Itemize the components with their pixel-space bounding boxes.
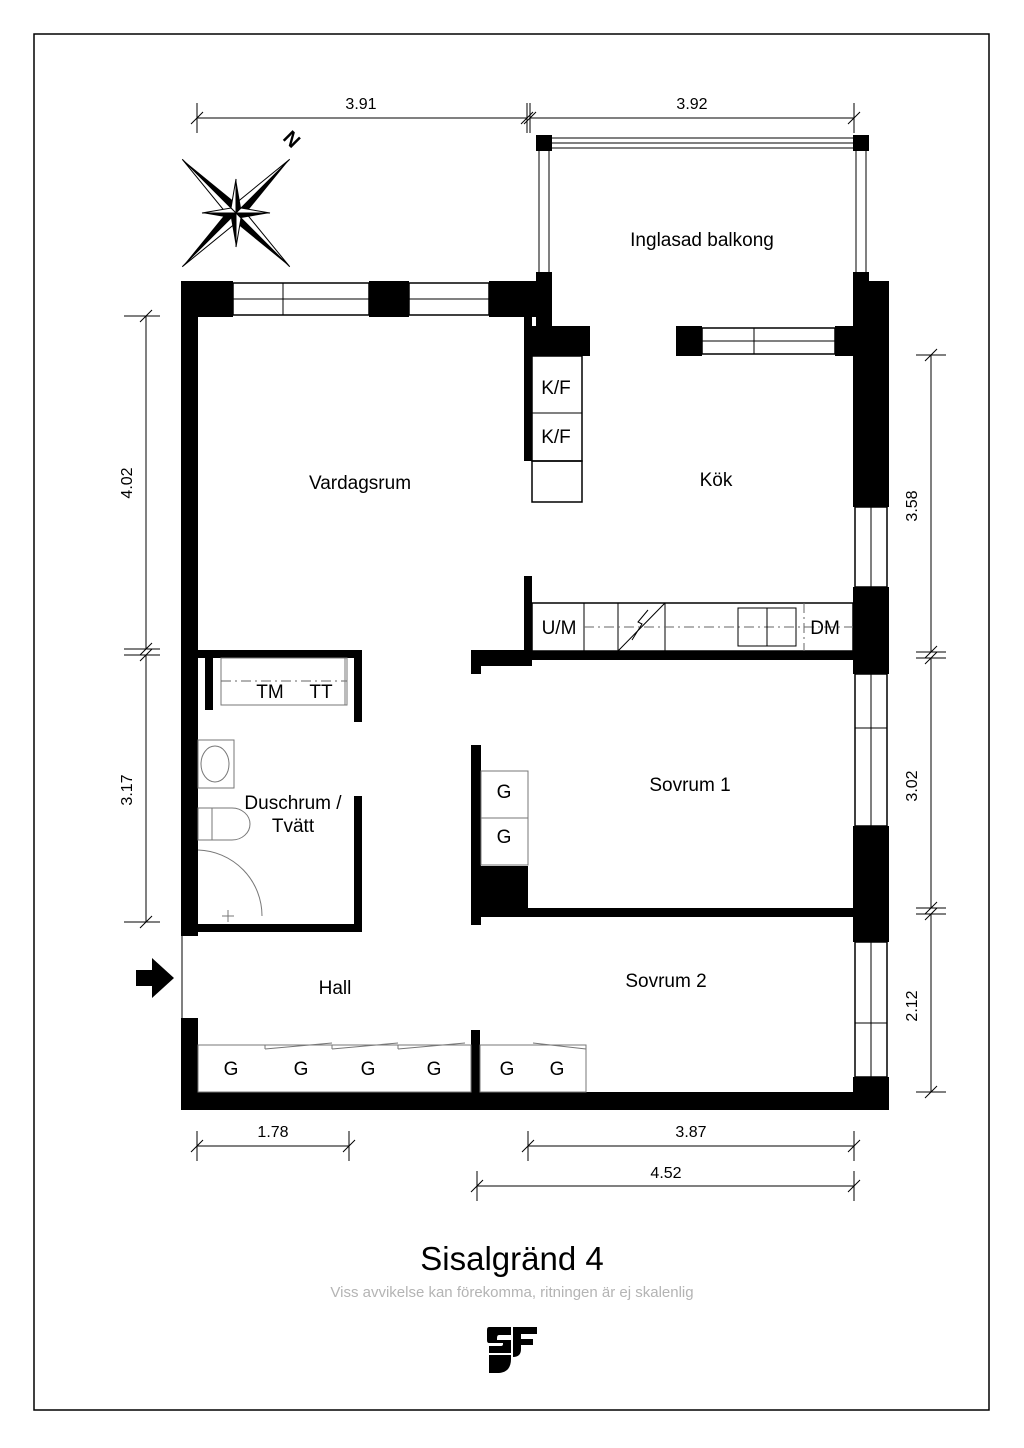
windows [232, 282, 888, 1078]
dimension-right-lower: 2.12 [904, 990, 921, 1021]
fixture-label-g-bedroom1-1: G [497, 782, 512, 803]
page-frame [33, 33, 990, 1411]
fixture-label-g-bedroom1-2: G [497, 827, 512, 848]
kitchen-fixtures [531, 355, 854, 652]
dimension-top-right: 3.92 [676, 96, 707, 113]
compass-rose-icon [181, 158, 291, 268]
fixture-label-g-hall-4: G [427, 1059, 442, 1080]
fixture-label-g-hall-3: G [361, 1059, 376, 1080]
dimension-right-middle: 3.02 [904, 770, 921, 801]
dimension-bottom-right: 3.87 [675, 1124, 706, 1141]
fixture-label-g-bedroom2-1: G [500, 1059, 515, 1080]
north-label: N [278, 127, 304, 153]
fixture-label-tt: TT [309, 682, 333, 703]
fixture-label-dm: DM [810, 618, 840, 639]
plan-title: Sisalgränd 4 [420, 1240, 603, 1277]
fixture-label-kf-1: K/F [541, 378, 571, 399]
entrance-arrow-icon [136, 958, 174, 998]
room-label-bath-line1: Duschrum / [244, 793, 342, 814]
room-label-bedroom2: Sovrum 2 [625, 971, 706, 992]
dimension-left-upper: 4.02 [119, 467, 136, 498]
fixture-label-um: U/M [542, 618, 577, 639]
room-label-kitchen: Kök [700, 470, 733, 491]
dimension-top-left: 3.91 [345, 96, 376, 113]
fixture-label-g-hall-2: G [294, 1059, 309, 1080]
brand-logo-icon [487, 1327, 537, 1373]
entrance [136, 936, 183, 1018]
toilet-icon [197, 807, 213, 841]
room-label-bedroom1: Sovrum 1 [649, 775, 730, 796]
sink-icon [197, 739, 235, 789]
walls [181, 281, 889, 1110]
plan-disclaimer: Viss avvikelse kan förekomma, ritningen … [330, 1284, 693, 1301]
fixture-label-g-bedroom2-2: G [550, 1059, 565, 1080]
dimension-left-lower: 3.17 [119, 774, 136, 805]
room-label-bath-line2: Tvätt [272, 816, 315, 837]
room-label-living: Vardagsrum [309, 473, 411, 494]
dimension-lines [124, 103, 946, 1201]
dimension-bottom-left: 1.78 [257, 1124, 288, 1141]
bathroom-fixtures [197, 657, 348, 922]
fixture-label-kf-2: K/F [541, 427, 571, 448]
dimension-right-upper: 3.58 [904, 490, 921, 521]
room-label-hall: Hall [319, 978, 352, 999]
fixture-label-g-hall-1: G [224, 1059, 239, 1080]
room-label-balcony: Inglasad balkong [630, 230, 774, 251]
fixture-label-tm: TM [256, 682, 283, 703]
dimension-bottom-total: 4.52 [650, 1165, 681, 1182]
wardrobes [197, 770, 587, 1093]
